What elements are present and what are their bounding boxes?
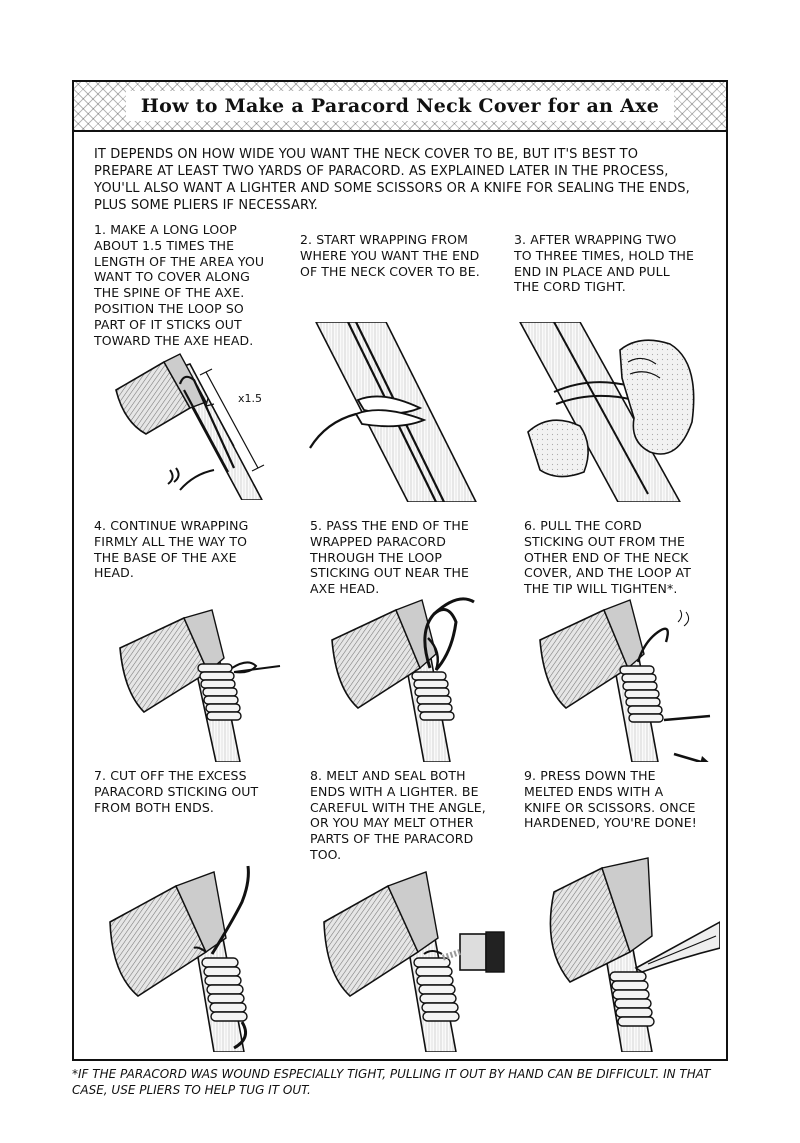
step-6-text: 6. Pull the cord sticking out from the o…: [524, 518, 691, 597]
step-5-text: 5. Pass the end of the wrapped paracord …: [310, 518, 469, 597]
handle-start-wrap-illustration: [309, 322, 477, 502]
multiplier-label: x1.5: [238, 392, 262, 405]
instruction-panel: How to Make a Paracord Neck Cover for an…: [72, 80, 728, 1061]
pull-arrow-head: [700, 756, 709, 762]
step-2-text: 2. Start wrapping from where you want th…: [300, 232, 480, 279]
step-8-text: 8. Melt and seal both ends with a lighte…: [310, 768, 486, 862]
pull-arrow-line: [673, 752, 706, 762]
hand-pull-cord-illustration: [519, 322, 695, 502]
step-4-text: 4. Continue wrapping firmly all the way …: [94, 518, 249, 581]
footnote: *If the paracord was wound especially ti…: [72, 1067, 711, 1097]
step-7-text: 7. Cut off the excess paracord sticking …: [94, 768, 259, 815]
axe-pass-through-loop-illustration: [331, 597, 475, 762]
axe-lighter-illustration: [323, 871, 505, 1052]
axe-knife-press-illustration: [549, 857, 720, 1052]
title-box: How to Make a Paracord Neck Cover for an…: [126, 91, 674, 121]
intro-text: It depends on how wide you want the neck…: [94, 147, 690, 213]
step-9-text: 9. Press down the melted ends with a kni…: [524, 768, 697, 831]
axe-long-loop-illustration: x1.5: [115, 353, 265, 500]
step-1-text: 1. Make a long loop about 1.5 times the …: [94, 222, 265, 348]
axe-pull-arrow-illustration: [539, 599, 711, 762]
lighter-icon: [459, 933, 487, 971]
title-banner: How to Make a Paracord Neck Cover for an…: [74, 82, 726, 132]
step-3-text: 3. After wrapping two to three times, ho…: [514, 232, 694, 295]
knife-icon: [634, 921, 720, 973]
page-title: How to Make a Paracord Neck Cover for an…: [140, 95, 660, 117]
axe-wrapped-to-head-illustration: [119, 609, 281, 762]
axe-cut-ends-illustration: [109, 865, 250, 1052]
